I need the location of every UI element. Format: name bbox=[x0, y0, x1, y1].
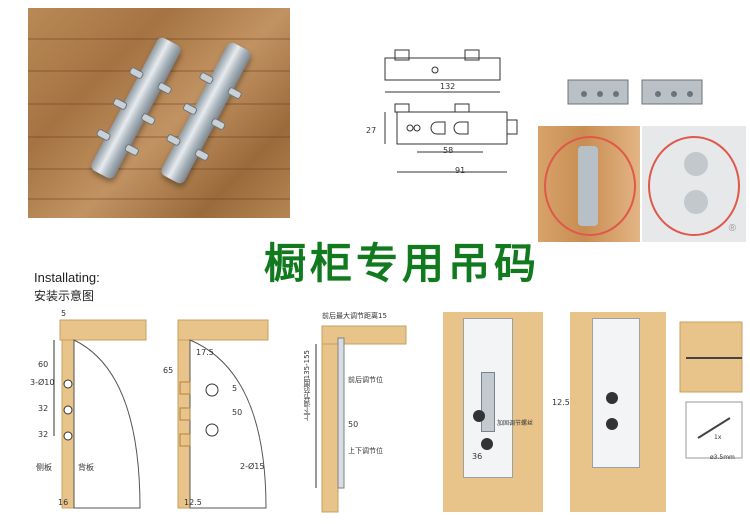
d4-36: 36 bbox=[472, 452, 483, 461]
d2-65: 65 bbox=[163, 366, 174, 375]
d1-16: 16 bbox=[58, 498, 69, 507]
d2-17-5: 17.5 bbox=[196, 348, 214, 357]
dim-58: 58 bbox=[443, 146, 454, 155]
cover-caps-photo: ® bbox=[642, 126, 746, 242]
installed-photo bbox=[538, 126, 640, 242]
d4-screw: 加固调节螺丝 bbox=[497, 420, 534, 427]
d5-12-5: 12.5 bbox=[552, 398, 570, 407]
d2-50: 50 bbox=[232, 408, 243, 417]
dim-27: 27 bbox=[366, 126, 377, 135]
product-photo bbox=[28, 8, 290, 218]
d1-5: 5 bbox=[61, 309, 67, 318]
d1-32b: 32 bbox=[38, 430, 49, 439]
d3-front-back-max: 前后最大调节距离15 bbox=[322, 312, 387, 320]
d2-5: 5 bbox=[232, 384, 238, 393]
d6-1x: 1x bbox=[714, 434, 722, 441]
d3-front-back-pos: 前后调节位 bbox=[348, 376, 383, 384]
d1-holes: 3-Ø10 bbox=[30, 378, 55, 387]
diagram-2 bbox=[177, 319, 269, 509]
diagram-4 bbox=[443, 312, 543, 512]
d6-drill: ø3.5mm bbox=[710, 454, 735, 461]
d1-60: 60 bbox=[38, 360, 49, 369]
d1-back-panel: 背板 bbox=[78, 463, 94, 472]
diagram-1 bbox=[53, 319, 147, 509]
install-label-cn: 安装示意图 bbox=[34, 289, 95, 303]
d3-up-down-pos: 上下调节位 bbox=[348, 447, 383, 455]
bracket-parts-image bbox=[567, 79, 703, 105]
diagram-3 bbox=[315, 325, 407, 513]
d1-side-panel: 侧板 bbox=[36, 463, 52, 472]
dimension-drawing bbox=[384, 49, 518, 173]
d3-50: 50 bbox=[348, 420, 359, 429]
d2-holes: 2-Ø15 bbox=[240, 462, 265, 471]
dim-91: 91 bbox=[455, 166, 466, 175]
diagram-5 bbox=[570, 312, 666, 512]
d1-32a: 32 bbox=[38, 404, 49, 413]
page-title: 橱柜专用吊码 bbox=[264, 239, 541, 288]
diagram-6 bbox=[679, 321, 743, 459]
d2-12-5: 12.5 bbox=[184, 498, 202, 507]
install-label-en: Installating: bbox=[34, 270, 100, 285]
d3-up-down-range: 上下调节范围135-155 bbox=[303, 350, 311, 422]
registered-mark-icon: ® bbox=[728, 223, 736, 234]
dim-132: 132 bbox=[440, 82, 456, 91]
